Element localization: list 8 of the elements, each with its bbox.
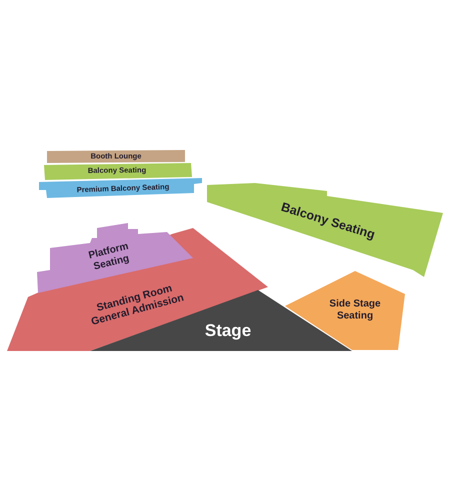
seating-section [47, 150, 185, 163]
section-label: Stage [204, 321, 252, 341]
section-label: Side Stage Seating [328, 298, 382, 322]
seating-section [39, 178, 202, 198]
seating-section [44, 163, 192, 180]
section-label: Platform Seating [86, 240, 132, 274]
seating-section [285, 271, 405, 350]
seating-section [207, 183, 443, 277]
